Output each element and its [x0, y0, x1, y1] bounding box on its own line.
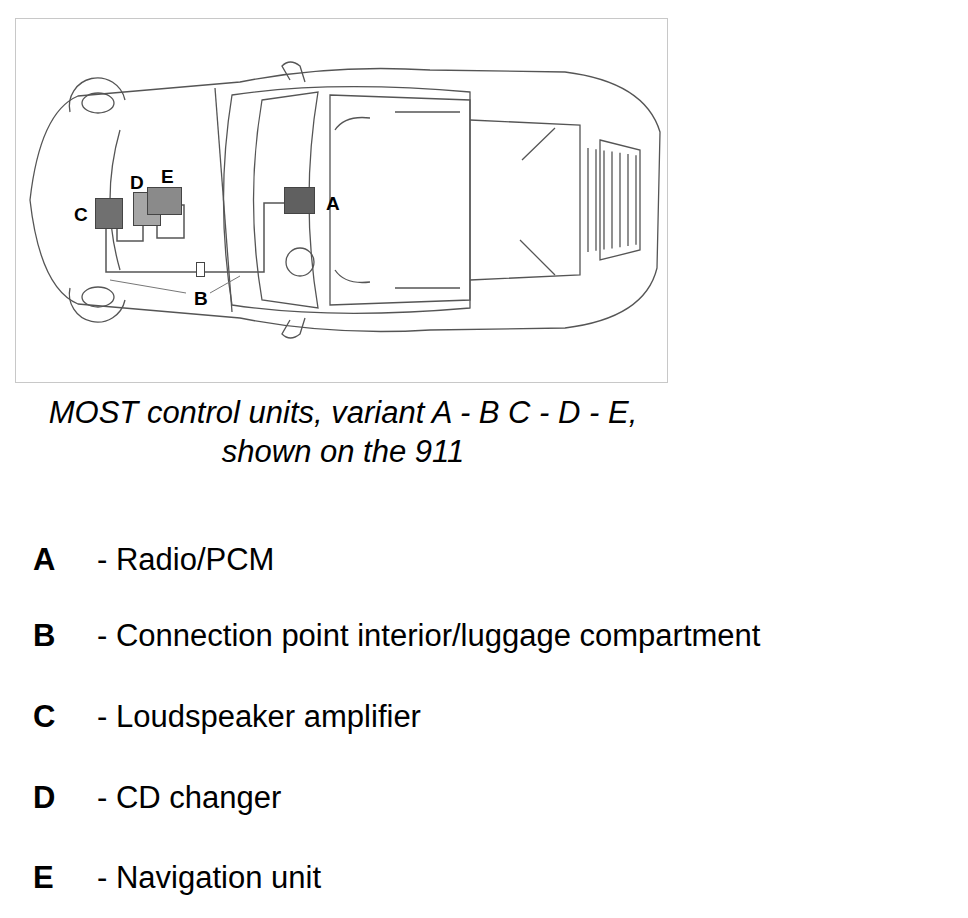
- leader-line: [110, 276, 240, 293]
- key-letter: E: [33, 860, 54, 896]
- vent-slat: [603, 150, 604, 249]
- callout-letter: E: [161, 167, 174, 186]
- vent-slat: [587, 148, 588, 252]
- key-letter: B: [33, 618, 55, 654]
- callout-letter: B: [194, 289, 208, 308]
- vent-slat: [619, 153, 620, 247]
- key-description: - Navigation unit: [97, 860, 321, 896]
- figure-caption: MOST control units, variant A - B C - D …: [0, 393, 686, 471]
- key-description: - Connection point interior/luggage comp…: [97, 618, 760, 654]
- key-letter: C: [33, 699, 55, 735]
- connection-point: B: [196, 262, 205, 277]
- most-fibre-line: [205, 203, 284, 272]
- vent-slat: [635, 155, 636, 245]
- callout-letter: C: [74, 205, 88, 224]
- key-description: - Loudspeaker amplifier: [97, 699, 421, 735]
- callout-letter: A: [326, 194, 340, 213]
- amplifier-box: C: [95, 198, 123, 229]
- key-letter: D: [33, 780, 55, 816]
- radio-box: A: [284, 187, 315, 214]
- navigation-box: E: [147, 187, 182, 215]
- key-description: - Radio/PCM: [97, 542, 274, 578]
- key-description: - CD changer: [97, 780, 281, 816]
- vent-slat: [595, 149, 596, 251]
- callout-letter: D: [130, 173, 144, 192]
- vent-slat: [627, 154, 628, 246]
- vent-slat: [611, 152, 612, 249]
- key-letter: A: [33, 542, 55, 578]
- most-fibre-line: [106, 229, 196, 272]
